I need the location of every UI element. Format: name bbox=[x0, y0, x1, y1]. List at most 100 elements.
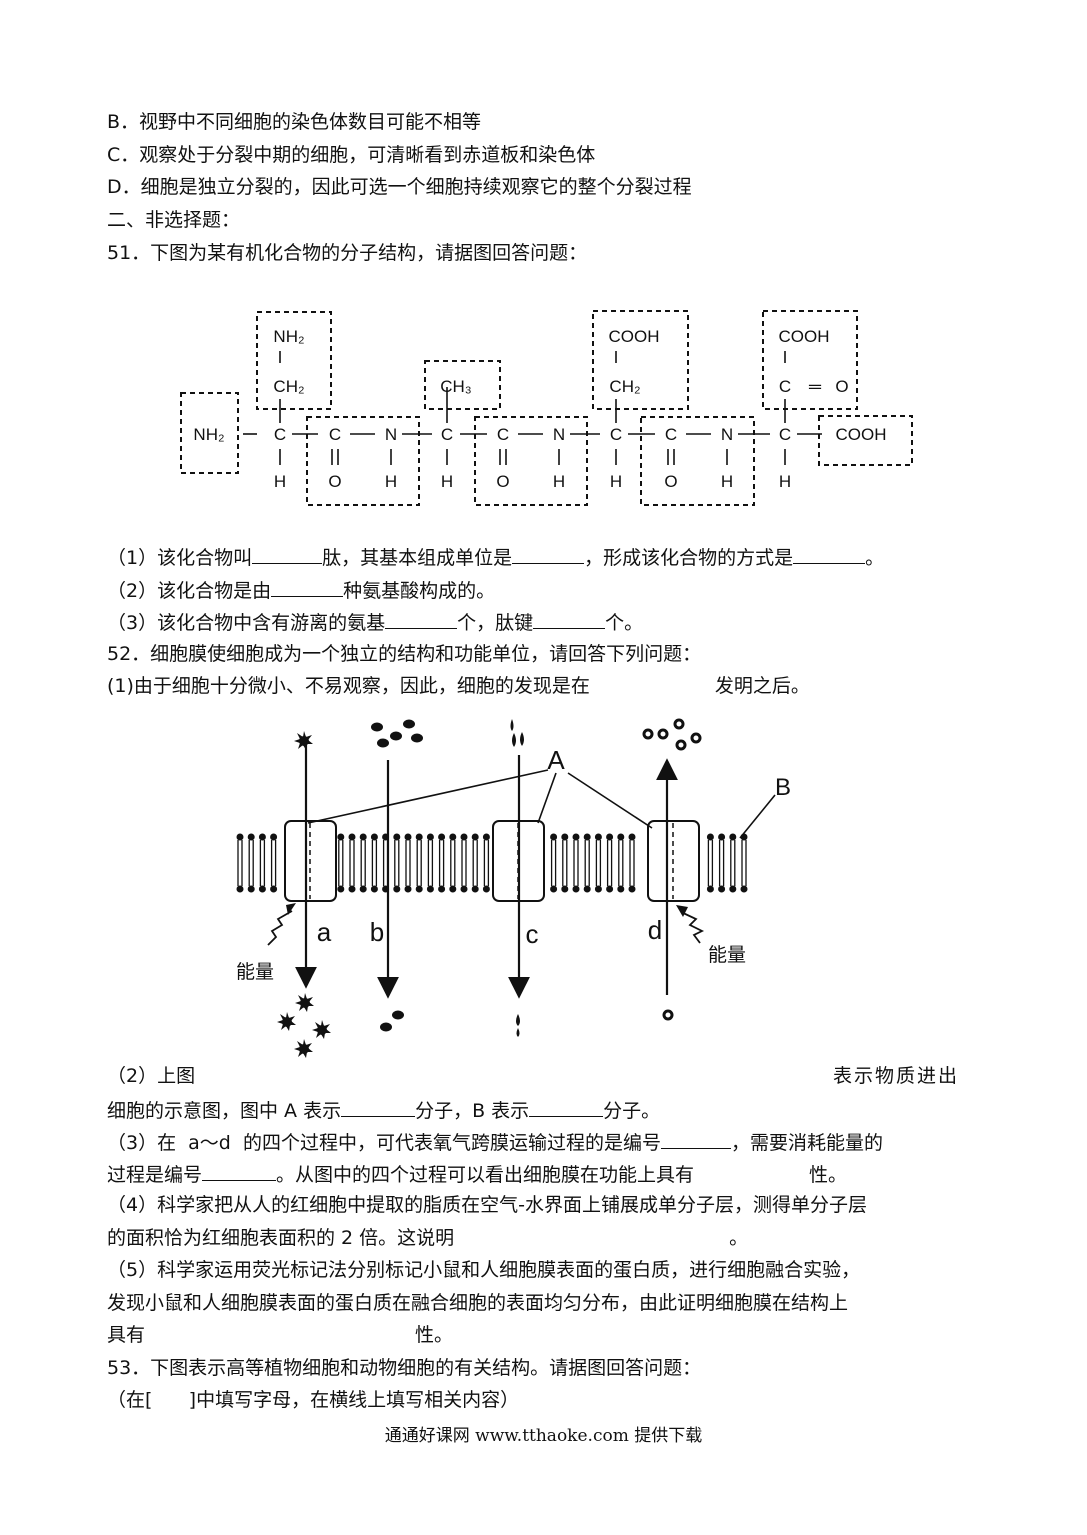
phospholipid-bottom bbox=[459, 862, 469, 894]
phospholipid-top bbox=[471, 832, 480, 864]
phospholipid-top bbox=[616, 832, 625, 864]
amide-n-1: N bbox=[385, 425, 397, 444]
phospholipid-bottom bbox=[605, 862, 614, 894]
h-1: H bbox=[274, 472, 286, 491]
label-process-d: d bbox=[648, 915, 662, 945]
oval-molecules bbox=[371, 719, 423, 1032]
r3-ch2-label: CH₂ bbox=[609, 377, 640, 396]
r4-o-label: O bbox=[835, 377, 848, 396]
label-phospholipid-b: B bbox=[775, 774, 791, 801]
phospholipid-top bbox=[583, 832, 592, 864]
phospholipid-top bbox=[560, 832, 569, 864]
section-heading: 二、非选择题： bbox=[107, 209, 241, 231]
q52-stem: 52．细胞膜使细胞成为一个独立的结构和功能单位，请回答下列问题： bbox=[107, 643, 702, 665]
phospholipid-top bbox=[336, 832, 345, 864]
q53-stem: 53．下图表示高等植物细胞和动物细胞的有关结构。请据图回答问题： bbox=[107, 1357, 702, 1379]
q51-part2: （2）该化合物是由种氨基酸构成的。 bbox=[107, 576, 495, 604]
carbonyl-c-2: C bbox=[497, 425, 509, 444]
q51-stem: 51．下图为某有机化合物的分子结构，请据图回答问题： bbox=[107, 242, 588, 264]
r4-c-label: C bbox=[779, 377, 791, 396]
r-group-box-3 bbox=[592, 310, 689, 410]
phospholipid-top bbox=[235, 832, 245, 864]
answer-blank[interactable] bbox=[202, 1160, 277, 1181]
energy-zigzag-d bbox=[680, 911, 705, 944]
phospholipid-bottom bbox=[471, 862, 480, 894]
ring-molecules bbox=[642, 718, 702, 1021]
membrane-transport-diagram: A B a b c d 能量 能量 bbox=[235, 718, 791, 1058]
phospholipid-bottom bbox=[482, 862, 491, 894]
phospholipid-bottom bbox=[549, 862, 558, 894]
answer-blank[interactable] bbox=[271, 576, 344, 597]
r4-cooh-label: COOH bbox=[779, 327, 830, 346]
amide-n-2: N bbox=[553, 425, 565, 444]
phospholipid-top bbox=[403, 832, 413, 864]
phospholipid-top bbox=[359, 832, 368, 864]
q51-part1: （1）该化合物叫肽，其基本组成单位是，形成该化合物的方式是。 bbox=[107, 543, 884, 571]
phospholipid-top bbox=[437, 832, 446, 864]
h-7: H bbox=[779, 472, 791, 491]
r4-double-bond-label: ═ bbox=[808, 377, 822, 396]
phospholipid-top bbox=[347, 832, 357, 864]
answer-blank[interactable] bbox=[341, 1096, 416, 1117]
phospholipid-top bbox=[426, 832, 435, 864]
peptide-bond-box-1 bbox=[306, 416, 420, 506]
phospholipid-top bbox=[392, 832, 401, 864]
phospholipid-top bbox=[370, 832, 379, 864]
phospholipid-top bbox=[258, 832, 267, 864]
label-process-c: c bbox=[526, 919, 539, 949]
energy-zigzag-a bbox=[267, 910, 293, 946]
phospholipid-bottom bbox=[616, 862, 625, 894]
peptide-bond-box-3 bbox=[640, 416, 755, 506]
phospholipid-top bbox=[627, 832, 637, 864]
phospholipid-top bbox=[549, 832, 558, 864]
answer-blank[interactable] bbox=[533, 608, 606, 629]
alpha-c-3: C bbox=[610, 425, 622, 444]
phospholipid-bottom bbox=[415, 862, 424, 894]
r-group-box-4 bbox=[762, 310, 858, 410]
h-5: H bbox=[610, 472, 622, 491]
energy-label-d: 能量 bbox=[708, 944, 746, 966]
h-2: H bbox=[385, 472, 397, 491]
label-protein-a: A bbox=[547, 745, 565, 775]
q52-part4: （4）科学家把从人的红细胞中提取的脂质在空气-水界面上铺展成单分子层，测得单分子… bbox=[107, 1194, 867, 1216]
option-d: D．细胞是独立分裂的，因此可选一个细胞持续观察它的整个分裂过程 bbox=[107, 176, 692, 198]
answer-blank[interactable] bbox=[385, 608, 458, 629]
phospholipid-bottom bbox=[627, 862, 637, 894]
answer-blank[interactable] bbox=[793, 543, 866, 564]
answer-blank[interactable] bbox=[660, 1128, 731, 1149]
alpha-c-1: C bbox=[274, 425, 286, 444]
phospholipid-top bbox=[717, 832, 726, 864]
phospholipid-top bbox=[459, 832, 469, 864]
r1-nh2-label: NH₂ bbox=[273, 327, 304, 346]
r-group-box-2 bbox=[424, 360, 501, 410]
phospholipid-bottom bbox=[448, 862, 457, 894]
carbonyl-c-3: C bbox=[665, 425, 677, 444]
energy-arrowhead-d bbox=[676, 905, 688, 917]
q52-part3: （3）在 a～d 的四个过程中，可代表氧气跨膜运输过程的是编号，需要消耗能量的 bbox=[107, 1128, 883, 1156]
phospholipid-top bbox=[706, 832, 715, 864]
o-1: O bbox=[328, 472, 341, 491]
phospholipid-top bbox=[269, 832, 278, 864]
q52-part2-cont: 细胞的示意图，图中 A 表示分子，B 表示分子。 bbox=[107, 1096, 660, 1124]
q52-part5-cont: 发现小鼠和人细胞膜表面的蛋白质在融合细胞的表面均匀分布，由此证明细胞膜在结构上 bbox=[107, 1292, 849, 1314]
option-b: B．视野中不同细胞的染色体数目可能不相等 bbox=[107, 111, 482, 133]
answer-blank[interactable] bbox=[252, 543, 323, 564]
q52-part1: (1)由于细胞十分微小、不易观察，因此，细胞的发现是在发明之后。 bbox=[107, 675, 810, 697]
o-3: O bbox=[664, 472, 677, 491]
carboxyl-group-label: COOH bbox=[836, 425, 887, 444]
phospholipid-top bbox=[247, 832, 256, 864]
star-molecules bbox=[277, 731, 331, 1058]
phospholipid-top bbox=[571, 832, 581, 864]
answer-blank[interactable] bbox=[512, 543, 585, 564]
label-process-a: a bbox=[317, 917, 332, 947]
page-footer: 通通好课网 www.tthaoke.com 提供下载 bbox=[384, 1426, 703, 1446]
q52-part3-cont: 过程是编号。从图中的四个过程可以看出细胞膜在功能上具有性。 bbox=[107, 1160, 847, 1188]
phospholipid-top bbox=[728, 832, 737, 864]
drop-molecules bbox=[510, 719, 524, 1037]
phospholipid-top bbox=[739, 832, 749, 864]
q51-part3: （3）该化合物中含有游离的氨基个，肽键个。 bbox=[107, 608, 643, 636]
phospholipid-top bbox=[415, 832, 424, 864]
phospholipid-top bbox=[448, 832, 457, 864]
phospholipid-bottom bbox=[403, 862, 413, 894]
answer-blank[interactable] bbox=[529, 1096, 604, 1117]
